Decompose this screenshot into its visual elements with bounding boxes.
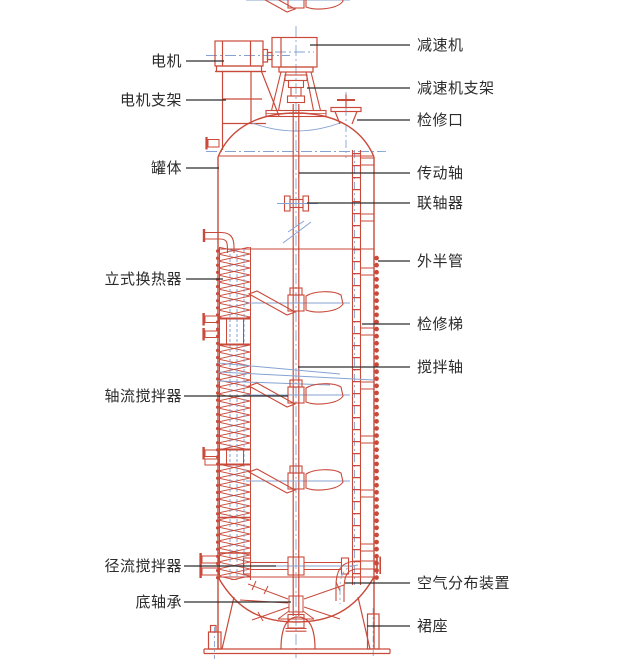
label-tank-body: 罐体 <box>150 159 182 177</box>
bottom-bearing <box>288 595 304 613</box>
shaft-break-mark <box>282 220 312 244</box>
label-air-sparger: 空气分布装置 <box>417 574 511 592</box>
label-radial-impeller: 径流搅拌器 <box>104 557 182 575</box>
coil-side-stubs <box>199 313 220 578</box>
label-drive-shaft: 传动轴 <box>417 164 464 182</box>
leader-lines <box>184 44 410 627</box>
head-side-nozzle <box>207 139 220 148</box>
bottom-nozzle <box>285 613 307 632</box>
label-manhole: 检修口 <box>417 111 464 129</box>
air-inlet-pipe <box>335 556 382 604</box>
label-bottom-bearing: 底轴承 <box>135 593 182 611</box>
liquid-level-lines <box>217 362 375 386</box>
label-reducer-stand: 减速机支架 <box>417 79 495 97</box>
label-ladder: 检修梯 <box>417 315 464 333</box>
top-head <box>217 112 375 158</box>
label-reducer: 减速机 <box>417 36 464 54</box>
skirt-pipe <box>366 613 380 650</box>
label-motor-bracket: 电机支架 <box>119 91 182 109</box>
coil-inlet-pipe <box>205 231 235 253</box>
manhole-nozzle <box>330 94 362 125</box>
motor <box>214 40 273 73</box>
ladder-brackets <box>360 157 375 552</box>
label-skirt: 裙座 <box>417 617 449 635</box>
head-inner-line <box>251 122 341 132</box>
reducer <box>271 36 318 73</box>
agitator-shaft <box>277 104 318 616</box>
label-agitator-shaft: 搅拌轴 <box>417 358 464 376</box>
label-axial-impeller: 轴流搅拌器 <box>104 387 182 405</box>
label-coupling: 联轴器 <box>417 194 464 212</box>
label-half-pipe: 外半管 <box>417 252 464 270</box>
reducer-stand <box>265 71 327 118</box>
skirt-access-arch <box>280 616 316 650</box>
motor-bracket <box>215 70 280 150</box>
axial-impeller <box>246 0 350 13</box>
label-heat-exchanger: 立式换热器 <box>104 270 182 288</box>
skirt <box>203 596 391 655</box>
air-sparger <box>239 556 382 622</box>
label-motor: 电机 <box>150 52 182 70</box>
heat-exchanger <box>199 229 251 580</box>
